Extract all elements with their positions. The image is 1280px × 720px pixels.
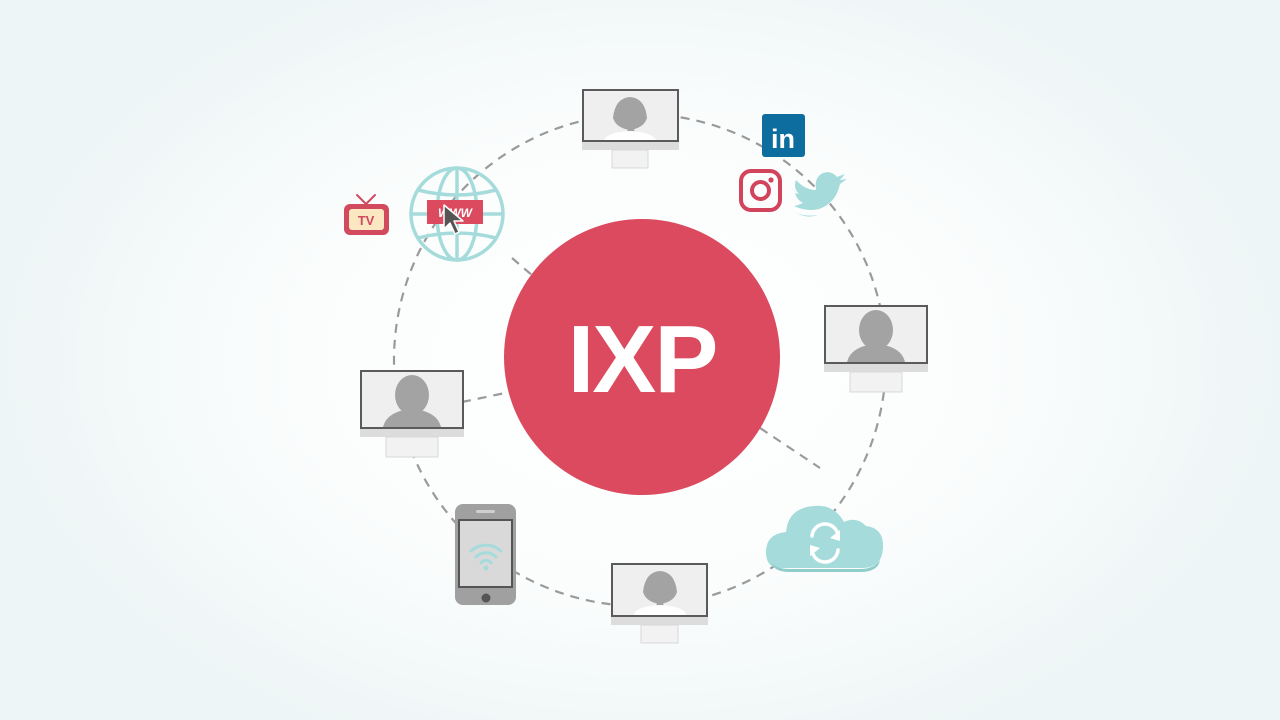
- monitor-left: [360, 370, 464, 458]
- linkedin-label: in: [771, 124, 795, 154]
- monitor-base: [611, 617, 708, 625]
- female-user-icon: [603, 97, 657, 140]
- monitor-top: [582, 89, 679, 169]
- cloud-sync-icon: [766, 505, 884, 572]
- spoke-monitor-left: [461, 390, 511, 404]
- tv-icon: TV: [344, 194, 389, 235]
- wifi-icon: [469, 543, 503, 565]
- monitor-base: [582, 142, 679, 150]
- cursor-icon: [443, 204, 464, 235]
- monitor-bottom: [611, 563, 708, 644]
- tablet-screen: [458, 519, 513, 588]
- female-user-icon: [633, 571, 687, 615]
- linkedin-square: [762, 114, 805, 157]
- monitor-base: [360, 429, 464, 437]
- linkedin-icon: in: [762, 114, 805, 157]
- monitor-stand: [611, 149, 649, 169]
- male-user-icon: [383, 375, 441, 427]
- male-user-icon: [847, 310, 905, 362]
- tablet-speaker: [476, 510, 495, 513]
- monitor-stand: [385, 436, 439, 458]
- globe-www-icon: WWW: [409, 166, 505, 262]
- tv-label: TV: [358, 213, 375, 228]
- monitor-stand: [640, 624, 679, 644]
- ixp-hub: IXP: [504, 219, 780, 495]
- tv-screen: [349, 209, 384, 230]
- spoke-globe: [511, 257, 534, 277]
- spoke-cloud: [759, 427, 821, 469]
- hub-circle: [504, 219, 780, 495]
- monitor-stand: [849, 371, 903, 393]
- cloud-shadow: [772, 560, 880, 572]
- hub-label: IXP: [568, 306, 717, 413]
- tablet-home-button: [481, 593, 491, 603]
- monitor-base: [824, 364, 928, 372]
- tablet-wifi-icon: [455, 504, 516, 605]
- instagram-icon: [739, 169, 782, 212]
- spoke-connections: [461, 257, 821, 469]
- twitter-icon: [794, 172, 847, 217]
- cloud-shape: [766, 505, 884, 568]
- monitor-right: [824, 305, 928, 393]
